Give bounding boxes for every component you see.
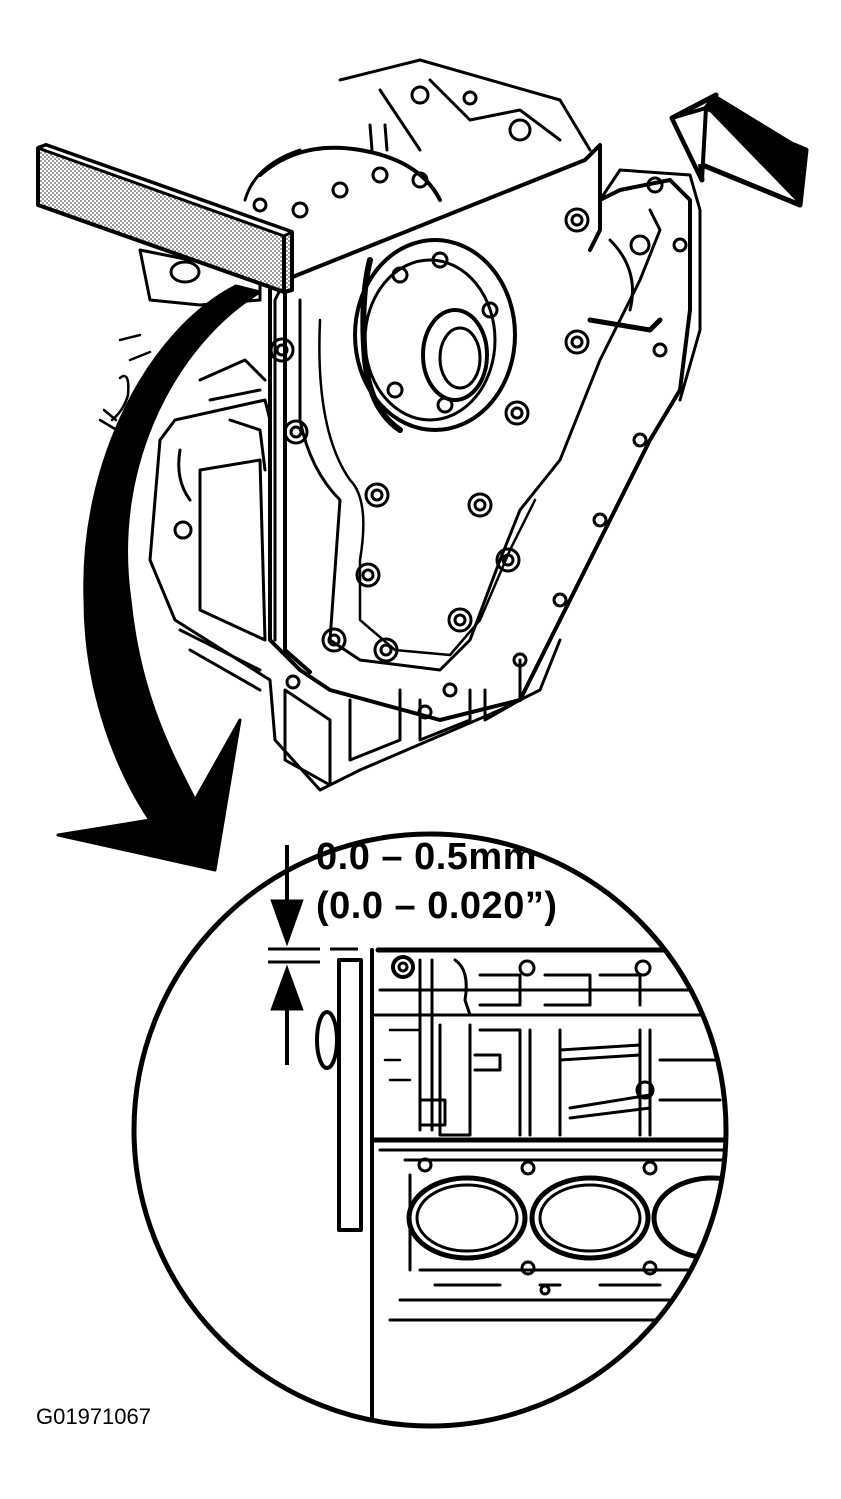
zoom-callout-arrow-icon	[56, 284, 262, 872]
figure-code: G01971067	[36, 1404, 151, 1429]
engine-block-front-view	[98, 58, 702, 792]
view-direction-arrow-icon	[669, 92, 809, 208]
dimension-arrow-icon	[268, 845, 358, 1065]
straight-edge-tool	[36, 143, 294, 294]
magnified-detail	[131, 831, 729, 1429]
clearance-spec-imperial: (0.0 – 0.020”)	[316, 885, 558, 927]
clearance-spec-metric: 0.0 – 0.5mm	[316, 836, 537, 878]
